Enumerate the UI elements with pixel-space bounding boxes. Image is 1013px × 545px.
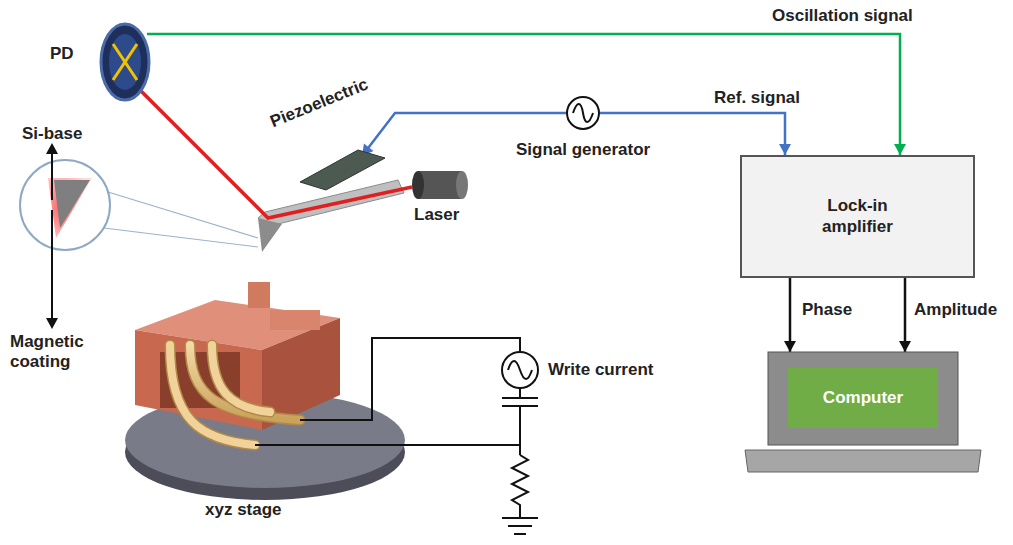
- edge-label: Amplitude: [912, 300, 999, 320]
- laser-beam: [122, 72, 412, 218]
- arrowhead: [899, 341, 911, 352]
- laser-source: Laser: [410, 167, 466, 203]
- connector-line: [789, 278, 792, 352]
- signal-generator: Signal generator: [566, 96, 600, 130]
- signal-connector: [784, 278, 796, 352]
- lock-in-box: Lock-in amplifier: [740, 155, 975, 278]
- node-label: Signal generator: [516, 140, 650, 160]
- node-label: Computer: [823, 388, 903, 408]
- edge-label: Ref. signal: [712, 88, 802, 108]
- signal-connector: [147, 34, 906, 155]
- coil-tubes: [170, 345, 300, 445]
- arrowhead: [779, 144, 791, 155]
- signal-connector: [899, 278, 911, 352]
- part-label: Magnetic coating: [10, 332, 110, 373]
- node-label: Laser: [414, 205, 459, 225]
- node-label: PD: [50, 44, 74, 64]
- node-shape: [300, 150, 385, 190]
- photodiode: PD: [97, 22, 153, 102]
- part-label: Si-base: [22, 124, 82, 144]
- node-label: Piezoelectric: [267, 75, 371, 133]
- xyz-stage: [125, 282, 405, 500]
- arrowhead: [784, 341, 796, 352]
- node-shape: [566, 96, 600, 130]
- edge-label: Oscillation signal: [770, 6, 915, 26]
- piezoelectric-plate: Piezoelectric: [300, 150, 385, 190]
- node-shape: [97, 22, 153, 102]
- node-label: Lock-in amplifier: [798, 196, 918, 237]
- computer-monitor: Computer: [768, 352, 958, 445]
- part-label: xyz stage: [205, 500, 282, 520]
- edge-label: Phase: [800, 300, 854, 320]
- node-shape: [410, 167, 466, 203]
- signal-name: Write current: [548, 360, 654, 380]
- connector-line: [904, 278, 907, 352]
- arrowhead: [894, 144, 906, 155]
- connector-line: [147, 34, 900, 155]
- write-circuit: [255, 338, 538, 534]
